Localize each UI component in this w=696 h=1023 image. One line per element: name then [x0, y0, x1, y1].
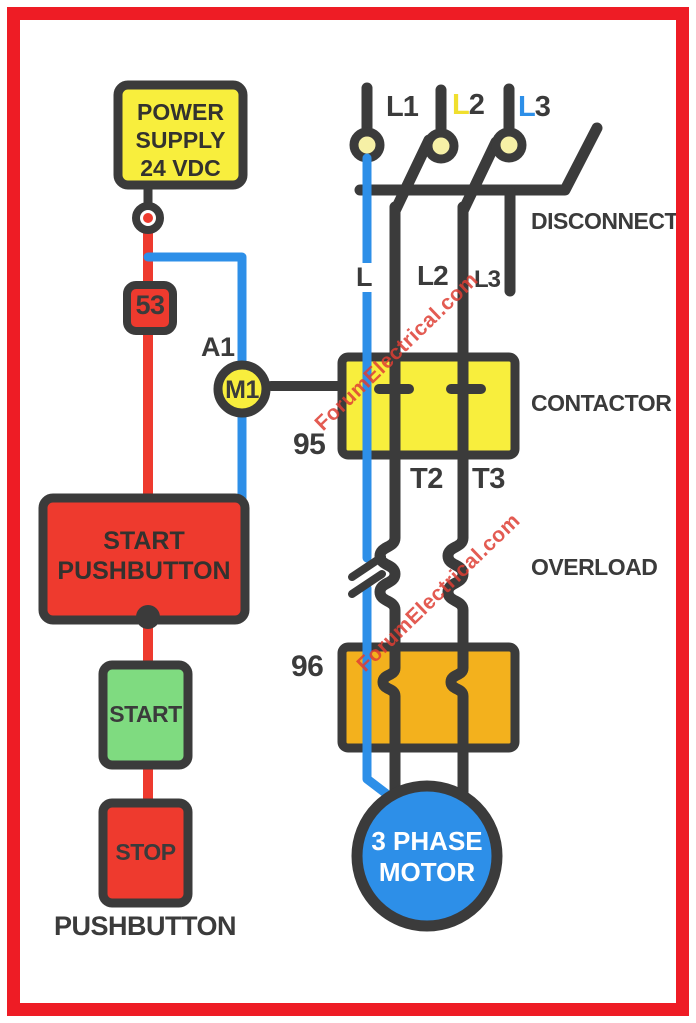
start-button-box — [98, 660, 193, 770]
motor-label: 3 PHASE MOTOR — [371, 826, 483, 887]
blue-branch-wire-to-coil — [143, 252, 247, 369]
motor-circle — [351, 780, 503, 932]
contactor-label: CONTACTOR — [531, 390, 672, 416]
coil-terminal-a1-label: A1 — [201, 332, 235, 362]
disconnect-blade-1 — [389, 134, 435, 217]
mid-line-label-l2: L2 — [417, 260, 449, 291]
disconnect-label: DISCONNECT — [531, 208, 679, 234]
stop-button-label: STOP — [115, 839, 176, 865]
stop-button-box — [98, 798, 193, 908]
contactor-box — [337, 352, 520, 460]
phase-label-l2: L2 — [452, 89, 485, 121]
power-supply-box — [113, 80, 248, 190]
start-pushbutton-terminal-dot — [136, 605, 160, 629]
phase-l2-node — [423, 128, 459, 164]
pushbutton-footer-label: PUSHBUTTON — [53, 911, 237, 941]
blue-phase-conductor — [362, 153, 393, 800]
phase-label-l1: L1 — [386, 91, 419, 123]
terminal-53-label: 53 — [135, 290, 165, 320]
phase-t3-conductor — [442, 201, 469, 798]
overload-break-slash-1 — [348, 553, 386, 581]
coil-m1-label: M1 — [225, 376, 259, 404]
terminal-t3-label: T3 — [472, 463, 505, 495]
phase-l3-node — [491, 127, 527, 163]
terminal-96-label: 96 — [291, 650, 324, 683]
disconnect-blade-2 — [457, 136, 502, 217]
disconnect-tie-bar-and-handle — [354, 122, 603, 196]
contactor-coil-m1-circle — [213, 360, 271, 418]
mid-line-label-l3: L3 — [474, 266, 501, 293]
overload-break-slash-2 — [348, 570, 386, 598]
start-pushbutton-label: START PUSHBUTTON — [57, 527, 231, 585]
power-supply-node-center — [143, 213, 153, 223]
mid-line-label-l: L — [353, 263, 375, 292]
contact-95-label: 95 — [293, 428, 326, 461]
overload-label: OVERLOAD — [531, 554, 658, 580]
terminal-53-box — [123, 281, 177, 335]
start-button-label: START — [109, 701, 182, 727]
phase-label-l3: L3 — [518, 91, 551, 123]
terminal-t2-label: T2 — [410, 463, 443, 495]
power-supply-label: POWER SUPPLY 24 VDC — [135, 99, 226, 181]
